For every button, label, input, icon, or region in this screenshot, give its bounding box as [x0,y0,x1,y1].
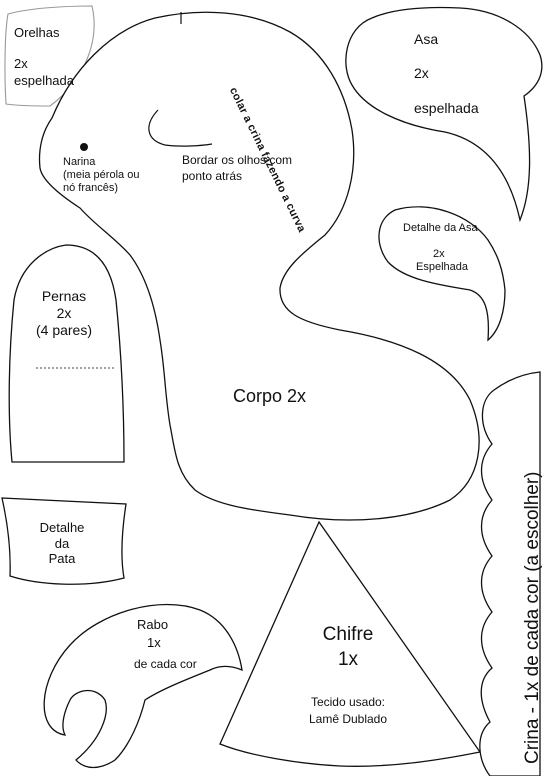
narina-dot [80,143,88,151]
corpo-label: Corpo 2x [233,386,307,406]
chifre-fabric-value: Lamê Dublado [308,712,388,726]
asa-note: espelhada [414,100,479,116]
olhos-note-1: Bordar os olhos com [182,153,293,167]
narina-label: Narina [63,156,96,168]
detalhe-asa-note: Espelhada [416,261,468,273]
pernas-title: Pernas [41,288,87,304]
crina-piece [479,371,541,776]
rabo-count: 1x [147,635,161,650]
chifre-piece [219,520,482,767]
asa-count: 2x [414,65,429,81]
pernas-piece [8,244,125,463]
olhos-note-2: ponto atrás [182,169,243,183]
pernas-note: (4 pares) [35,322,93,338]
detalhe-asa-piece [378,206,506,342]
narina-note-2: nó francês) [63,182,119,194]
pata-line-2: da [54,536,70,551]
corpo-piece [38,11,480,521]
pata-line-3: Pata [48,551,76,566]
orelhas-count: 2x [14,56,28,71]
asa-title: Asa [414,31,439,47]
pernas-count: 2x [56,305,72,321]
rabo-piece [43,603,243,769]
eye-line [148,109,213,147]
asa-piece [345,6,543,223]
pata-line-1: Detalhe [39,520,85,535]
chifre-count: 1x [337,649,359,670]
rabo-title: Rabo [137,617,169,632]
chifre-fabric-label: Tecido usado: [310,695,386,709]
detalhe-asa-title: Detalhe da Asa [403,222,478,234]
detalhe-asa-count: 2x [433,248,445,260]
orelhas-note: espelhada [14,73,74,88]
crina-label: Crina - 1x de cada cor (a escolher) [522,471,543,764]
chifre-title: Chifre [322,624,374,645]
narina-note-1: (meia pérola ou [63,169,140,181]
pata-piece [1,497,127,585]
orelhas-title: Orelhas [14,25,60,40]
rabo-note: de cada cor [134,657,197,671]
